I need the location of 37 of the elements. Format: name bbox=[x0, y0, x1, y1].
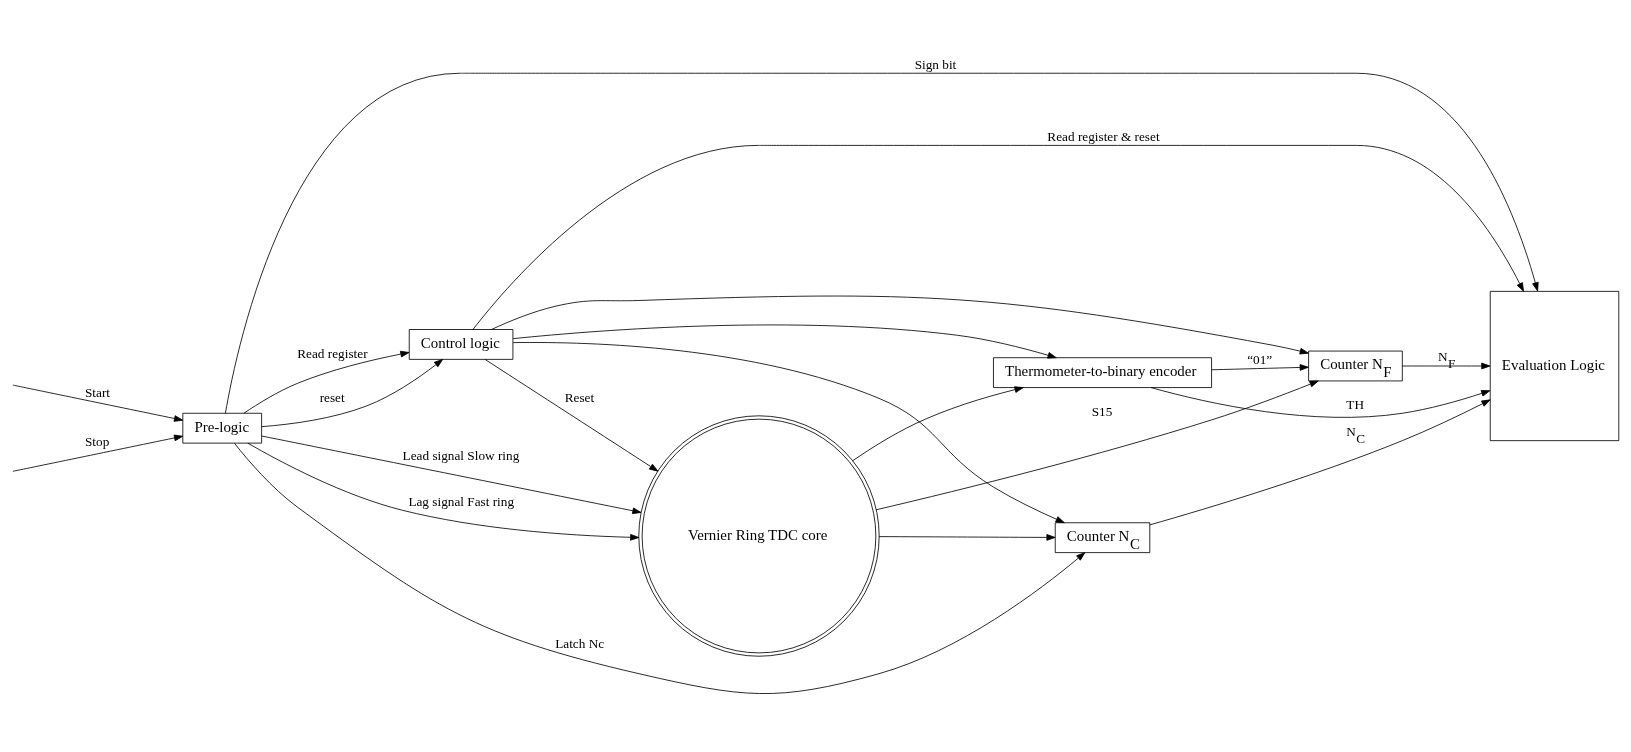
arrow bbox=[878, 534, 1056, 541]
arrow bbox=[261, 359, 443, 428]
node-box: Pre-logic bbox=[182, 412, 263, 444]
arrow bbox=[472, 145, 1524, 330]
edge-label: Latch Nc bbox=[555, 635, 605, 651]
arrow bbox=[1401, 362, 1491, 370]
node-box: Evaluation Logic bbox=[1489, 290, 1620, 442]
arrow bbox=[512, 324, 1057, 359]
edge-label: Reset bbox=[564, 390, 595, 406]
arrow bbox=[243, 350, 410, 414]
arrow bbox=[234, 443, 1086, 694]
arrow bbox=[12, 434, 184, 472]
arrow bbox=[484, 359, 659, 472]
arrow bbox=[852, 386, 1024, 462]
arrow bbox=[261, 435, 642, 515]
arrow bbox=[1149, 399, 1491, 526]
edge-label: Sign bit bbox=[914, 56, 957, 72]
node-box: Control logic bbox=[408, 329, 514, 360]
edge-label: Start bbox=[84, 384, 110, 400]
arrow bbox=[1211, 364, 1309, 371]
arrow bbox=[875, 380, 1319, 511]
arrow bbox=[225, 72, 1539, 414]
arrow bbox=[247, 442, 640, 541]
edge-label: “01” bbox=[1247, 352, 1273, 368]
edge-label: TH bbox=[1346, 396, 1365, 412]
edge-label: reset bbox=[319, 389, 345, 405]
edge-label: Read register bbox=[297, 346, 368, 362]
edge-label: Read register & reset bbox=[1047, 129, 1160, 145]
edge-label: Stop bbox=[84, 434, 110, 450]
arrow bbox=[491, 295, 1309, 355]
arrow bbox=[1150, 387, 1491, 418]
arrow bbox=[12, 384, 184, 422]
edge-label: Lead signal Slow ring bbox=[402, 447, 520, 463]
edge-label: S15 bbox=[1091, 403, 1113, 419]
arrow bbox=[512, 342, 1065, 524]
node-box: Thermometer-to-binary encoder bbox=[993, 357, 1212, 388]
edge-label: Lag signal Fast ring bbox=[408, 494, 515, 509]
